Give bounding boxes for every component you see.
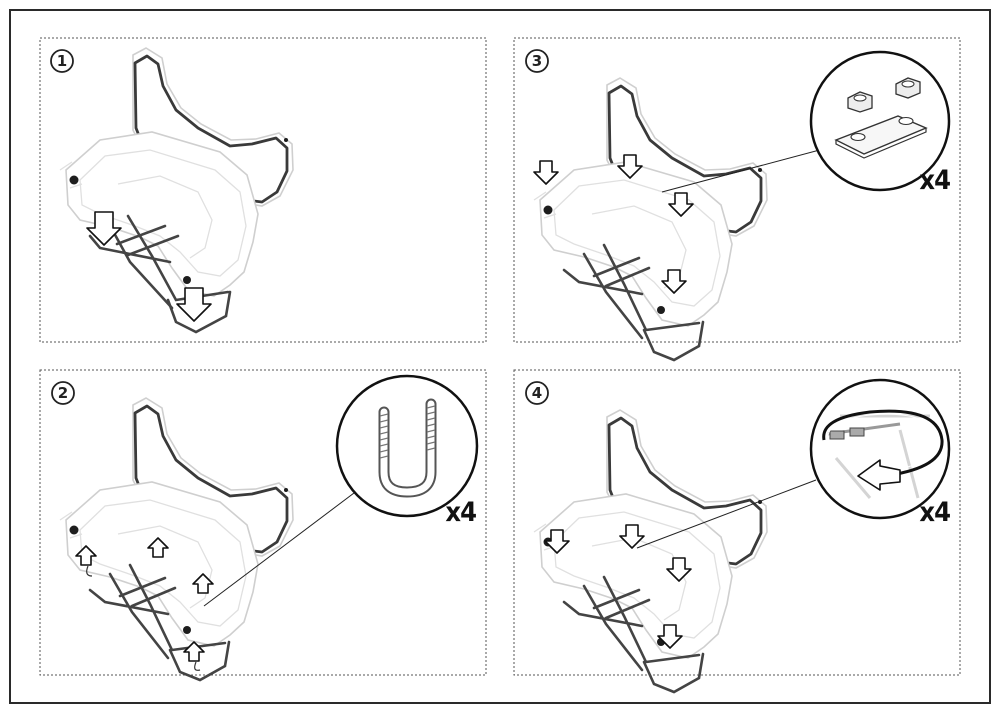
detail-callout [335, 374, 479, 518]
panel-border [513, 37, 961, 343]
u-bolt-arrow-icon [183, 641, 205, 662]
callout-leader [661, 143, 843, 193]
seat-illustration [58, 46, 295, 298]
detail-callout [809, 50, 951, 192]
step-number: 2 [58, 384, 68, 402]
callout-leader [203, 489, 359, 607]
step-panel-2: 2 [39, 369, 487, 682]
step-number: 4 [532, 384, 542, 402]
step-badge: 3 [525, 49, 549, 73]
quantity-label: x4 [445, 497, 476, 528]
panel-border [513, 369, 961, 676]
nut-and-plate-icon [834, 77, 928, 159]
quantity-label: x4 [919, 497, 950, 528]
step-badge: 4 [525, 381, 549, 405]
seat-illustration [532, 408, 769, 694]
step-panel-4: 4 x4 [513, 369, 961, 694]
detail-callout [809, 378, 951, 520]
step-number: 3 [532, 52, 542, 70]
panel-border [39, 37, 487, 343]
sheet-frame [9, 9, 991, 704]
callout-leader [636, 479, 817, 549]
step-panel-1: 1 [39, 37, 487, 343]
step-badge: 1 [50, 49, 74, 73]
quantity-label: x4 [919, 165, 950, 196]
step-number: 1 [57, 52, 67, 70]
panel-border [39, 369, 487, 676]
u-bolt-icon [378, 398, 437, 498]
seat-illustration [58, 396, 295, 682]
step-badge: 2 [51, 381, 75, 405]
step-panel-3: 3 x4 [513, 37, 961, 362]
seat-illustration [532, 76, 769, 362]
rotate-tighten-icon [822, 409, 944, 499]
hardware-arrow-icon [533, 160, 559, 185]
